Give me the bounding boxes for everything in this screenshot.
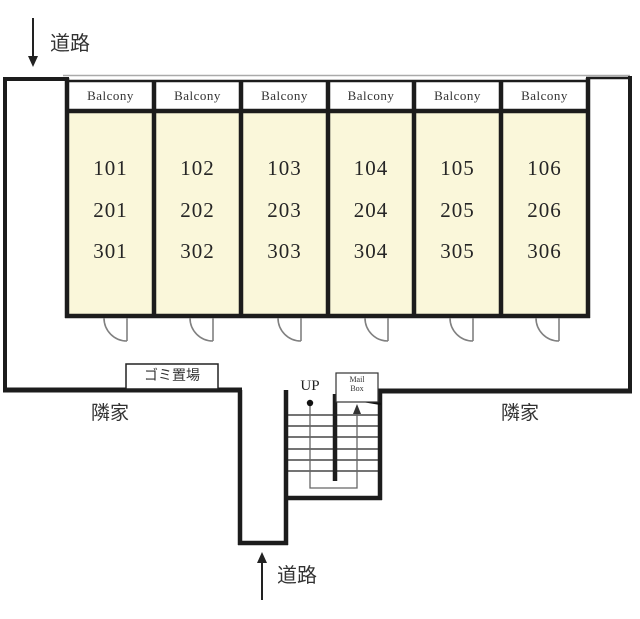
door-unit-2 (189, 317, 214, 342)
mailbox-label-line1: Mail (349, 375, 365, 384)
room-number-203: 203 (267, 198, 302, 222)
door-unit-5 (449, 317, 474, 342)
door-unit-4 (364, 317, 389, 342)
stairs-up-label: UP (300, 378, 320, 394)
mailbox-label-line2: Box (350, 384, 364, 393)
balcony-label-2: Balcony (174, 88, 221, 103)
room-number-202: 202 (180, 198, 215, 222)
road-arrow-bottom (257, 552, 267, 600)
building-outline (3, 76, 632, 394)
garbage-area-box (125, 363, 219, 390)
door-unit-3 (277, 317, 302, 342)
room-number-301: 301 (93, 239, 128, 263)
room-number-204: 204 (353, 198, 389, 222)
entrance-corridor-walls (237, 390, 289, 546)
balcony-label-4: Balcony (347, 88, 395, 103)
room-number-102: 102 (180, 156, 215, 180)
stair-direction-line (306, 399, 361, 489)
room-number-101: 101 (93, 156, 128, 180)
door-unit-1 (103, 317, 128, 342)
room-number-306: 306 (527, 239, 562, 263)
balcony-label-5: Balcony (434, 88, 481, 103)
room-number-201: 201 (93, 198, 128, 222)
road-label-top: 道路 (50, 31, 90, 55)
balcony-label-1: Balcony (87, 88, 134, 103)
stair-treads (288, 414, 378, 472)
room-number-305: 305 (440, 239, 475, 263)
room-number-302: 302 (180, 239, 215, 263)
room-number-304: 304 (353, 239, 389, 263)
road-arrow-top (28, 18, 38, 67)
entrance-doors (103, 317, 560, 342)
stair-up-arrowhead (353, 404, 361, 414)
room-number-303: 303 (267, 239, 302, 263)
room-number-106: 106 (527, 156, 562, 180)
neighbor-label-left: 隣家 (90, 402, 129, 424)
room-number-104: 104 (353, 156, 389, 180)
garbage-area-label: ゴミ置場 (144, 368, 200, 384)
room-number-103: 103 (267, 156, 302, 180)
neighbor-label-right: 隣家 (500, 402, 539, 424)
staircase-walls (286, 391, 383, 501)
mailbox-label: Mail Box (336, 375, 378, 393)
balcony-label-3: Balcony (261, 88, 308, 103)
unit-divider-walls (64, 78, 591, 318)
mailbox-box (335, 372, 379, 403)
room-number-105: 105 (440, 156, 475, 180)
door-unit-6 (535, 317, 560, 342)
stair-start-dot (306, 399, 314, 407)
balcony-label-6: Balcony (521, 88, 568, 103)
room-number-206: 206 (527, 198, 562, 222)
room-number-205: 205 (440, 198, 475, 222)
road-label-bottom: 道路 (277, 563, 317, 587)
